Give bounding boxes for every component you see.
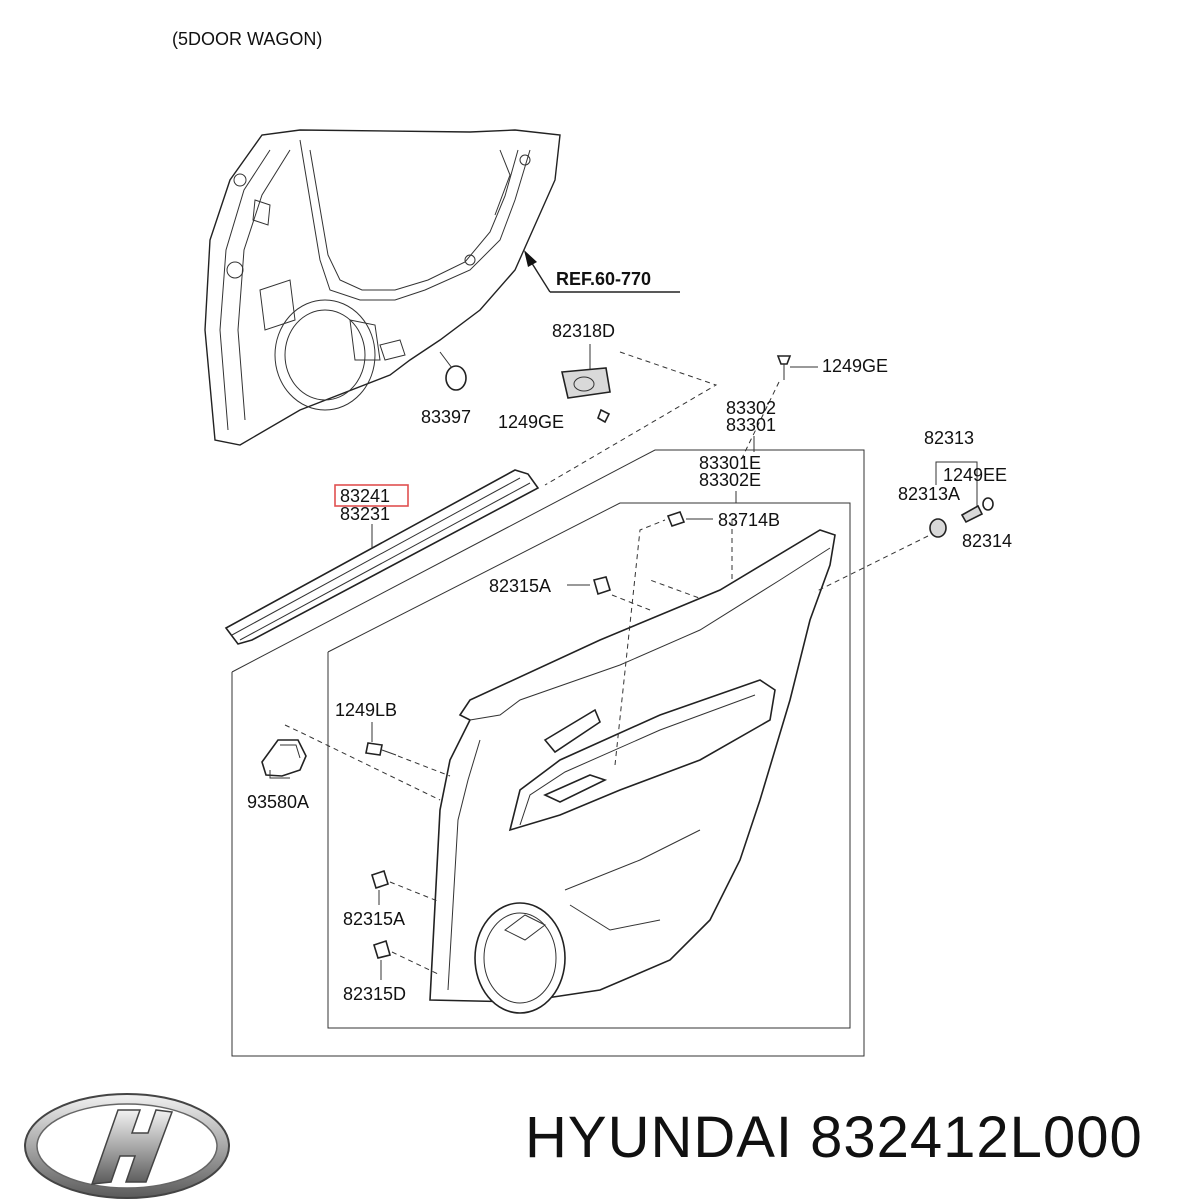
switch-93580A — [261, 739, 307, 779]
product-title: HYUNDAI 832412L000 — [525, 1105, 1143, 1170]
screw-1249GE-bottom — [597, 408, 611, 424]
clip-82315D — [373, 939, 391, 959]
callout-83302E: 83302E — [699, 470, 761, 490]
grommet-82313A — [929, 518, 947, 538]
callout-83302: 83302 — [726, 398, 776, 418]
callout-82313: 82313 — [924, 428, 974, 448]
callout-83397: 83397 — [421, 407, 471, 427]
callout-1249LB: 1249LB — [335, 700, 397, 720]
callout-82314: 82314 — [962, 531, 1012, 551]
weatherstrip-83241 — [224, 469, 540, 645]
highlight-box-83241 — [334, 484, 409, 507]
screw-1249EE — [960, 504, 984, 524]
plug-83397 — [445, 365, 467, 391]
screw-1249GE-top — [776, 355, 792, 365]
callout-83714B: 83714B — [718, 510, 780, 530]
callout-82313A: 82313A — [898, 484, 960, 504]
callout-83301E: 83301E — [699, 453, 761, 473]
screw-1249LB — [365, 742, 383, 756]
handle-82318D — [561, 367, 611, 399]
reference-arrow — [524, 250, 680, 293]
callout-82318D: 82318D — [552, 321, 615, 341]
callout-1249EE: 1249EE — [943, 465, 1007, 485]
diagram-subtitle: (5DOOR WAGON) — [172, 29, 322, 49]
callout-93580A: 93580A — [247, 792, 309, 812]
clip-82315A-top — [593, 576, 611, 596]
door-inner-panel — [204, 129, 561, 446]
hyundai-logo — [24, 1093, 230, 1199]
callout-83301: 83301 — [726, 415, 776, 435]
callout-1249GE-top: 1249GE — [822, 356, 888, 376]
clip-83714B — [666, 511, 686, 527]
door-trim-panel — [429, 519, 836, 1014]
callout-82315D: 82315D — [343, 984, 406, 1004]
callout-83241: 83241 — [340, 486, 390, 506]
callout-1249GE-bottom: 1249GE — [498, 412, 564, 432]
callout-82315A-top: 82315A — [489, 576, 551, 596]
reference-label: REF.60-770 — [556, 269, 651, 289]
clip-82315A-mid — [371, 869, 389, 890]
callout-82315A-mid: 82315A — [343, 909, 405, 929]
nut-82314 — [982, 497, 994, 511]
callout-83231: 83231 — [340, 504, 390, 524]
